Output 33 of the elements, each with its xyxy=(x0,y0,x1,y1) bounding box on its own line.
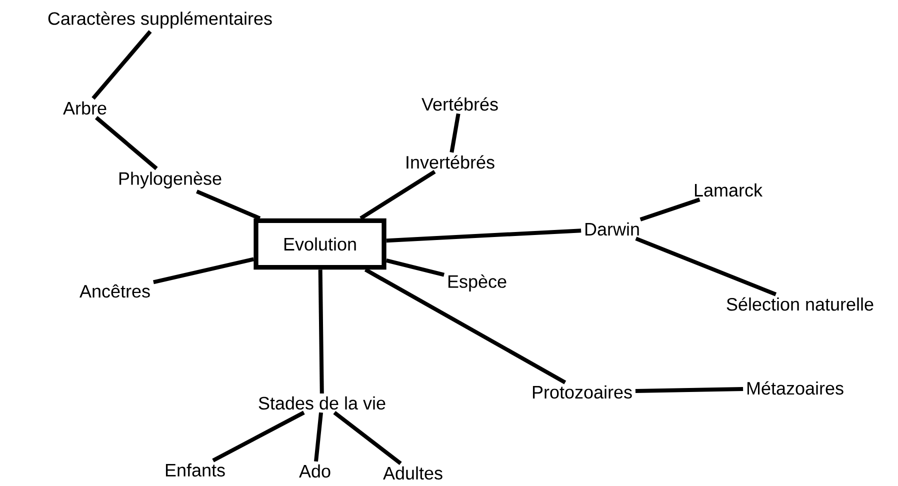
central-box: Evolution xyxy=(254,218,386,270)
connector-line xyxy=(314,412,324,462)
connector-line xyxy=(635,236,777,296)
topic-label: Ado xyxy=(299,464,330,478)
connector-line xyxy=(94,116,158,170)
topic-label: Vertébrés xyxy=(422,97,498,111)
topic-label: Adultes xyxy=(383,466,442,480)
topic-label: Stades de la vie xyxy=(258,396,386,410)
connector-line xyxy=(386,228,582,243)
connector-line xyxy=(92,30,152,100)
topic-label: Métazoaires xyxy=(747,381,844,395)
connector-line xyxy=(318,270,324,394)
topic-label: Protozoaires xyxy=(532,385,632,399)
topic-label: Arbre xyxy=(63,101,106,115)
connector-line xyxy=(360,170,436,220)
connector-line xyxy=(635,386,744,393)
topic-label: Caractères supplémentaires xyxy=(48,12,272,28)
connector-line xyxy=(450,113,460,153)
connector-line xyxy=(153,257,254,284)
connector-line xyxy=(386,258,445,277)
topic-label: Enfants xyxy=(166,463,225,477)
topic-label: Sélection naturelle xyxy=(726,297,874,311)
connector-line xyxy=(212,410,305,462)
connector-line xyxy=(333,410,402,466)
topic-label: Espèce xyxy=(448,274,506,292)
topic-label: Phylogenèse xyxy=(119,172,222,188)
connector-line xyxy=(364,268,566,384)
topic-label: Ancêtres xyxy=(80,284,150,298)
topic-label: Lamarck xyxy=(694,183,763,197)
topic-label: Darwin xyxy=(586,222,639,236)
connector-line xyxy=(640,198,700,222)
topic-label: Invertébrés xyxy=(406,155,494,169)
connector-line xyxy=(196,190,261,220)
